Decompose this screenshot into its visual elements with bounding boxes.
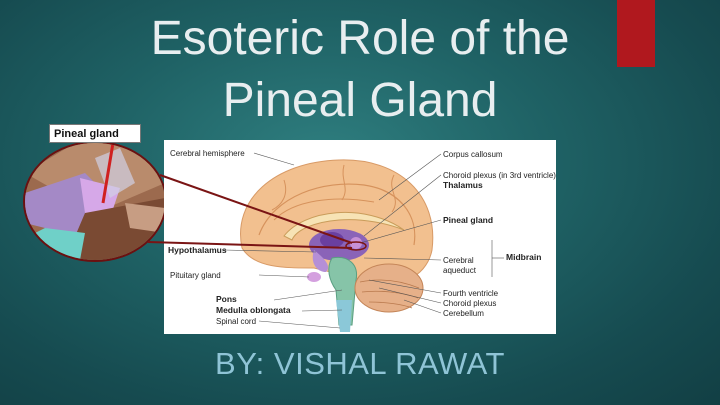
zoom-illustration [25,143,165,260]
label-corpus-callosum: Corpus callosum [443,150,503,159]
label-cerebral-aqueduct-1: Cerebral [443,256,474,265]
label-choroid-plexus-3rd: Choroid plexus (in 3rd ventricle) [443,171,556,180]
label-cerebellum: Cerebellum [443,309,484,318]
label-cerebral-hemisphere: Cerebral hemisphere [170,149,245,158]
brain-diagram: Cerebral hemisphere Corpus callosum Chor… [164,140,556,334]
accent-bar [617,0,655,67]
label-fourth-ventricle: Fourth ventricle [443,289,499,298]
label-medulla-oblongata: Medulla oblongata [216,305,291,315]
label-hypothalamus: Hypothalamus [168,245,227,255]
pineal-zoom-inset [23,141,167,262]
title-line-1: Esoteric Role of the [150,12,570,65]
label-pituitary-gland: Pituitary gland [170,271,221,280]
label-choroid-plexus: Choroid plexus [443,299,497,308]
label-pons: Pons [216,294,237,304]
title-line-2: Pineal Gland [222,74,498,127]
label-cerebral-aqueduct-2: aqueduct [443,266,476,275]
label-pineal-gland: Pineal gland [443,215,494,225]
slide-title[interactable]: Esoteric Role of the Pineal Gland [0,8,720,132]
label-midbrain: Midbrain [506,252,542,262]
label-thalamus: Thalamus [443,180,483,190]
pineal-callout-label: Pineal gland [49,124,141,143]
label-spinal-cord: Spinal cord [216,317,257,326]
slide-subtitle[interactable]: BY: VISHAL RAWAT [215,346,505,381]
